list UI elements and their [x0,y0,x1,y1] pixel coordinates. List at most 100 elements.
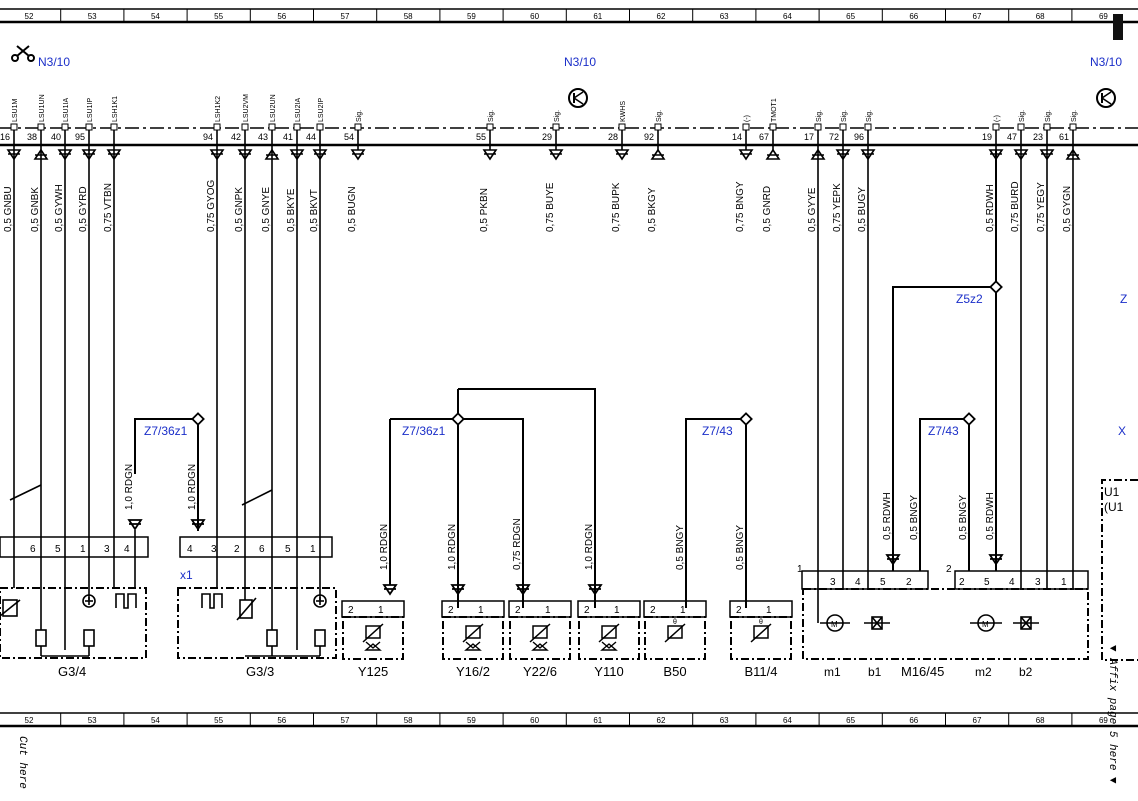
pin-number: 55 [476,132,486,142]
ruler-number: 54 [151,716,160,725]
pin-number: 28 [608,132,618,142]
pin-number: 23 [1033,132,1043,142]
component-label-g33: G3/3 [246,664,274,679]
ruler-number: 60 [530,716,539,725]
ruler-number: 61 [593,12,602,21]
ruler-number: 65 [846,12,855,21]
pin-g34-4: 3 [104,544,110,555]
wire-color-label: 1,0 RDGN [379,524,390,570]
pin-one: 1 [680,605,686,616]
sub-label-b1: b1 [868,665,882,679]
pin-g33-1: 4 [187,544,193,555]
pin-g34-2: 5 [55,544,61,555]
pin-name: Sig. [356,110,363,122]
pin-name: LSH1K2 [215,96,222,122]
component-label-b114: B11/4 [744,664,777,679]
component-label-y226: Y22/6 [523,664,557,679]
pin-m-right-2: 5 [984,577,990,588]
pin-number: 40 [51,132,61,142]
ruler-number: 55 [214,12,223,21]
pin-m-right-0: 2 [946,564,952,575]
pin-number: 14 [732,132,742,142]
sub-label-m1: m1 [824,665,841,679]
pin-name: Sig. [866,110,873,122]
wire-color-label: 0,5 BUGY [857,187,868,232]
pin-name: Sig. [554,110,561,122]
svg-text:θ: θ [759,619,763,626]
connector-arrows [127,519,1004,596]
wire-color-label: 0,5 GNRD [762,186,773,232]
ruler-number: 66 [909,12,918,21]
wire-color-label: 0,5 RDWH [985,184,996,232]
ruler-number: 59 [467,716,476,725]
pin-g33-6: 1 [310,544,316,555]
wire-color-label: 0,5 BNGY [909,495,920,540]
ruler-number: 64 [783,12,792,21]
pin-name: LSU2VM [243,94,250,122]
scissors-icon [11,45,35,62]
wire-color-label: 0,5 GNPK [234,187,245,232]
pin-number: 41 [283,132,293,142]
pin-m-left-4: 2 [906,577,912,588]
page-tab-marker [1113,14,1123,40]
module-label-center: N3/10 [564,55,596,69]
wire-color-label: 0,5 RDWH [985,492,996,540]
svg-text:M: M [831,620,838,629]
wire-color-label: 0,5 BKVT [309,189,320,232]
splice-diamonds [191,280,1003,426]
ruler-number: 62 [657,716,666,725]
wire-color-label: 0,5 GYGN [1062,186,1073,232]
ruler-number: 69 [1099,12,1108,21]
pin-g34-3: 1 [80,544,86,555]
wire-color-label: 0,75 RDGN [512,518,523,570]
wire-color-label: 0,75 BURD [1010,181,1021,232]
pin-number: 43 [258,132,268,142]
pin-name: (-) [994,115,1001,122]
pin-number: 44 [306,132,316,142]
component-label-y125: Y125 [358,664,388,679]
u1-label-b: (U1 [1104,500,1124,514]
pin-name: Sig. [488,110,495,122]
pin-g33-5: 5 [285,544,291,555]
wire-color-label: 0,5 BUGN [347,186,358,232]
pin-number: 96 [854,132,864,142]
ruler-number: 60 [530,12,539,21]
ruler-number: 52 [25,716,34,725]
module-label-right: N3/10 [1090,55,1122,69]
pin-number: 95 [75,132,85,142]
pin-number: 38 [27,132,37,142]
component-label-b50: B50 [663,664,686,679]
pin-name: LSU2UN [270,94,277,122]
pin-number: 47 [1007,132,1017,142]
wire-color-label: 0,75 YEGY [1036,182,1047,232]
pin-name: LSU2IP [318,98,325,122]
svg-text:θ: θ [673,619,677,626]
pin-name: Sig. [816,110,823,122]
ruler-number: 52 [25,12,34,21]
wire-color-label: 0,5 BKGY [647,187,658,232]
pin-name: Sig. [1045,110,1052,122]
component-label-m1645: M16/45 [901,664,944,679]
cut-here-text: Cut here [16,736,28,789]
pin-name: LSH1K1 [112,96,119,122]
pin-two: 2 [448,605,454,616]
pin-name: Sig. [1019,110,1026,122]
pin-g33-3: 2 [234,544,240,555]
wire-color-label: 1,0 RDGN [447,524,458,570]
pin-name: LSU1M [12,98,19,122]
wire-color-label: 0,5 GNYE [261,187,272,232]
ruler-number: 53 [88,12,97,21]
wire-color-label: 0,5 BNGY [735,525,746,570]
pin-m-left-2: 4 [855,577,861,588]
ruler-number: 53 [88,716,97,725]
ruler-number: 62 [657,12,666,21]
component-label-g34: G3/4 [58,664,86,679]
component-label-y110: Y110 [594,664,623,679]
wire-color-label: 1,0 RDGN [187,464,198,510]
pin-g34-5: 4 [124,544,130,555]
ruler-number: 59 [467,12,476,21]
